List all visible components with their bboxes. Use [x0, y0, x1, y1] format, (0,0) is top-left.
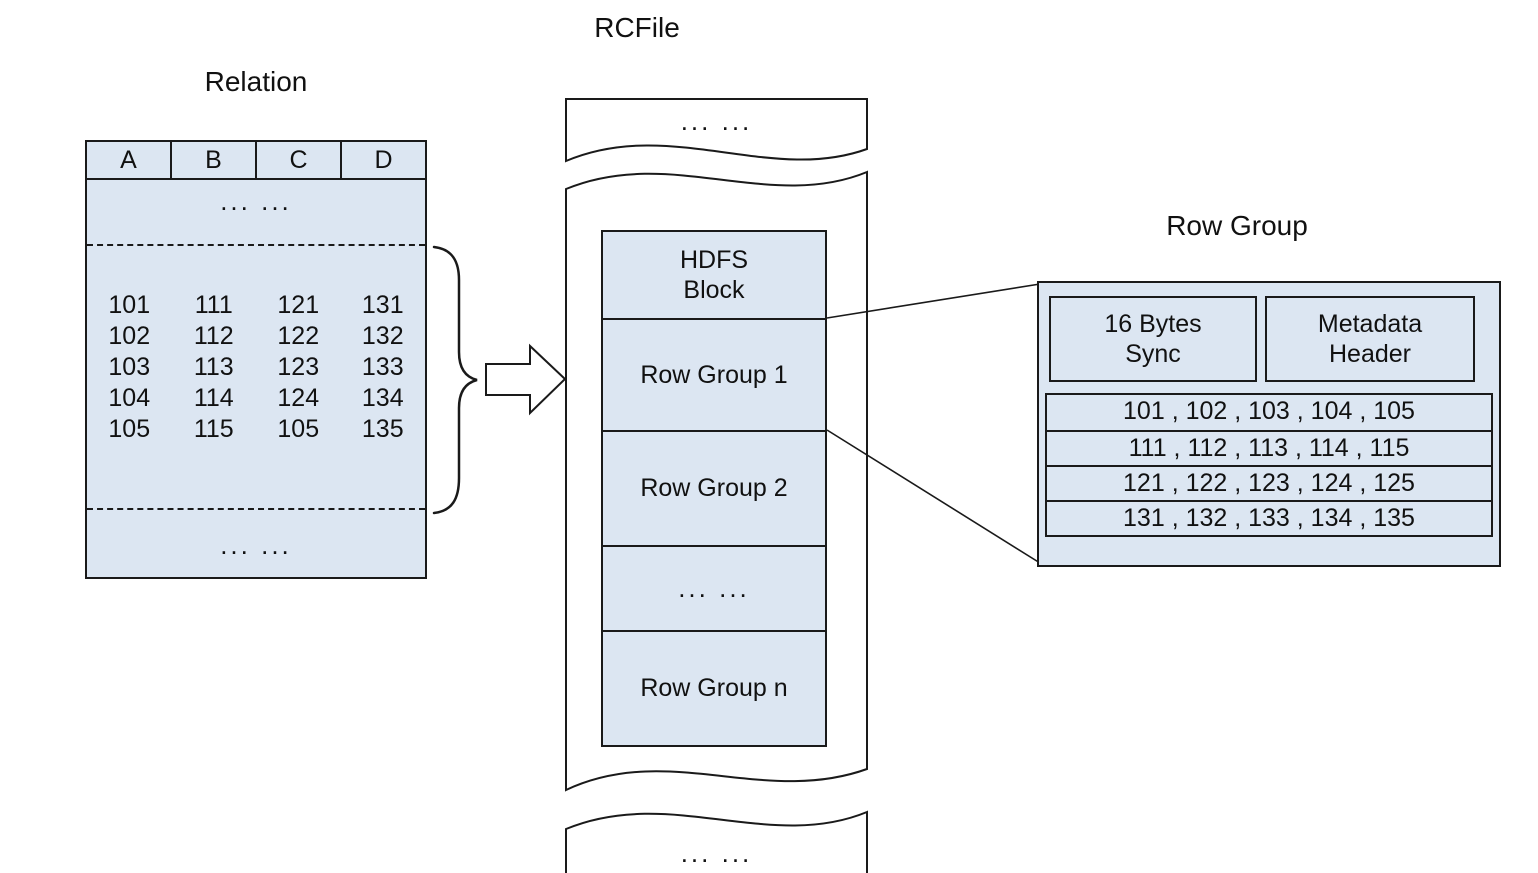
- relation-header-cell-d: D: [374, 145, 393, 174]
- table-cell: 113: [193, 353, 234, 381]
- table-cell: 114: [193, 384, 234, 412]
- column-d-values: 131 , 132 , 133 , 134 , 135: [1047, 500, 1491, 535]
- table-cell: 132: [361, 322, 404, 350]
- relation-header-row: A B C D: [87, 142, 425, 180]
- table-cell: 122: [277, 322, 320, 350]
- relation-bottom-ellipsis: ... ...: [220, 530, 292, 560]
- row-group-ellipsis-cell: ... ...: [603, 545, 825, 630]
- row-group-2-cell: Row Group 2: [603, 430, 825, 545]
- rcfile-strip-top: [565, 98, 868, 163]
- row-group-title: Row Group: [1166, 210, 1308, 241]
- sync-marker-box: 16 Bytes Sync: [1049, 296, 1257, 382]
- row-group-1-cell: Row Group 1: [603, 318, 825, 430]
- rcfile-block-stack: HDFS Block Row Group 1 Row Group 2 ... .…: [601, 230, 827, 747]
- relation-title: Relation: [204, 66, 308, 97]
- relation-rows: 101 111 121 131 102 112 122 132 103 113 …: [87, 290, 425, 445]
- selection-brace-icon: [432, 245, 478, 515]
- dashed-divider-bottom: [87, 508, 425, 510]
- expand-line-bottom: [826, 429, 1041, 564]
- row-group-detail-box: 16 Bytes Sync Metadata Header 101 , 102 …: [1037, 281, 1501, 567]
- rcfile-bottom-ellipsis: ... ...: [680, 838, 753, 868]
- table-cell: 124: [277, 384, 320, 412]
- column-c-values: 121 , 122 , 123 , 124 , 125: [1047, 465, 1491, 500]
- relation-header-cell-c: C: [257, 142, 342, 178]
- table-row: 103 113 123 133: [87, 352, 425, 383]
- table-cell: 101: [108, 291, 151, 319]
- table-cell: 131: [361, 291, 404, 319]
- table-cell: 134: [361, 384, 404, 412]
- rcfile-top-ellipsis: ... ...: [680, 106, 753, 136]
- table-row: 102 112 122 132: [87, 321, 425, 352]
- table-row: 104 114 124 134: [87, 383, 425, 414]
- relation-table: A B C D ... ... 101 111 121 131 102 112 …: [85, 140, 427, 579]
- table-cell: 102: [108, 322, 151, 350]
- table-cell: 112: [193, 322, 234, 350]
- table-cell: 104: [108, 384, 151, 412]
- table-cell: 105: [277, 415, 320, 443]
- table-row: 101 111 121 131: [87, 290, 425, 321]
- table-cell: 123: [277, 353, 320, 381]
- relation-top-ellipsis: ... ...: [220, 186, 292, 216]
- rcfile-strip-bottom: [565, 810, 868, 873]
- table-cell: 115: [193, 415, 234, 443]
- dashed-divider-top: [87, 244, 425, 246]
- table-cell: 111: [194, 291, 233, 319]
- table-cell: 121: [277, 291, 320, 319]
- table-row: 105 115 105 135: [87, 414, 425, 445]
- expand-line-top: [826, 283, 1041, 319]
- column-b-values: 111 , 112 , 113 , 114 , 115: [1047, 430, 1491, 465]
- column-store-rows: 101 , 102 , 103 , 104 , 105 111 , 112 , …: [1045, 393, 1493, 537]
- hdfs-block-cell: HDFS Block: [679, 246, 749, 304]
- rcfile-title: RCFile: [594, 12, 680, 43]
- relation-header-cell-b: B: [172, 142, 257, 178]
- flow-arrow-icon: [485, 343, 567, 416]
- column-a-values: 101 , 102 , 103 , 104 , 105: [1123, 397, 1415, 425]
- metadata-header-box: Metadata Header: [1265, 296, 1475, 382]
- table-cell: 135: [361, 415, 404, 443]
- relation-header-cell-a: A: [87, 142, 172, 178]
- table-cell: 103: [108, 353, 151, 381]
- table-cell: 105: [108, 415, 151, 443]
- row-group-n-cell: Row Group n: [603, 630, 825, 745]
- table-cell: 133: [361, 353, 404, 381]
